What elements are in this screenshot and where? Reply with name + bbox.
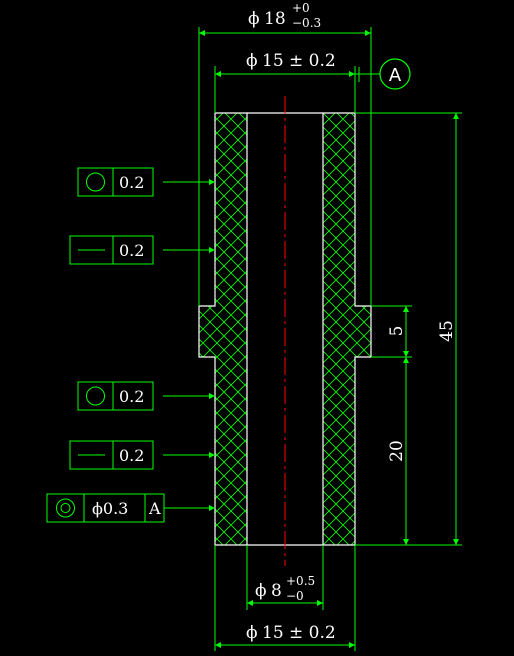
upper-width-text: 15 ± 0.2 [262,51,336,71]
overall-length-label: 45 [437,320,457,342]
lower-width-symbol: ϕ [246,623,258,643]
part-section [198,96,372,566]
tolerance-frame-1: 0.2 [77,167,215,197]
bore-dim-value: 8 [271,581,282,601]
upper-width-dimension: ϕ 15 ± 0.2 A [214,51,411,113]
tolerance-frame-2: 0.2 [69,235,215,265]
left-wall-section [198,112,248,546]
bore-dim-upper-tol: +0.5 [286,574,315,588]
concentricity-icon [56,498,75,518]
lower-width-text: 15 ± 0.2 [262,623,336,643]
upper-width-symbol: ϕ [246,51,258,71]
tolerance-value-4: 0.2 [119,446,144,465]
tolerance-value-3: 0.2 [119,387,144,406]
tolerance-frame-4: 0.2 [69,440,215,470]
roundness-icon [86,386,105,406]
bore-dimension: ϕ 8 +0.5 −0 [246,545,324,610]
top-dim-symbol: ϕ [248,9,260,29]
collar-height-label: 5 [387,326,407,337]
tolerance-value-1: 0.2 [119,173,144,192]
datum-a-label: A [389,65,402,86]
tolerance-frame-5: ϕ0.3 A [46,493,215,523]
tolerance-value-2: 0.2 [119,241,144,260]
bore-dim-lower-tol: −0 [286,589,304,603]
top-dim-upper-tol: +0 [292,1,310,15]
right-wall-section [322,112,372,546]
lower-length-label: 20 [387,440,407,462]
datum-a-circle [379,58,411,90]
top-dim-value: 18 [264,9,286,29]
top-dimension: ϕ 18 +0 −0.3 [198,1,372,306]
roundness-icon [86,172,105,192]
tolerance-value-5: ϕ0.3 [92,499,128,518]
top-dim-lower-tol: −0.3 [292,16,321,30]
lower-width-dimension: ϕ 15 ± 0.2 [214,545,356,651]
length-dimensions: 45 5 20 [355,112,462,546]
tolerance-datum-5: A [148,499,161,518]
tolerance-frame-3: 0.2 [77,381,215,411]
bore-dim-symbol: ϕ [255,581,267,601]
